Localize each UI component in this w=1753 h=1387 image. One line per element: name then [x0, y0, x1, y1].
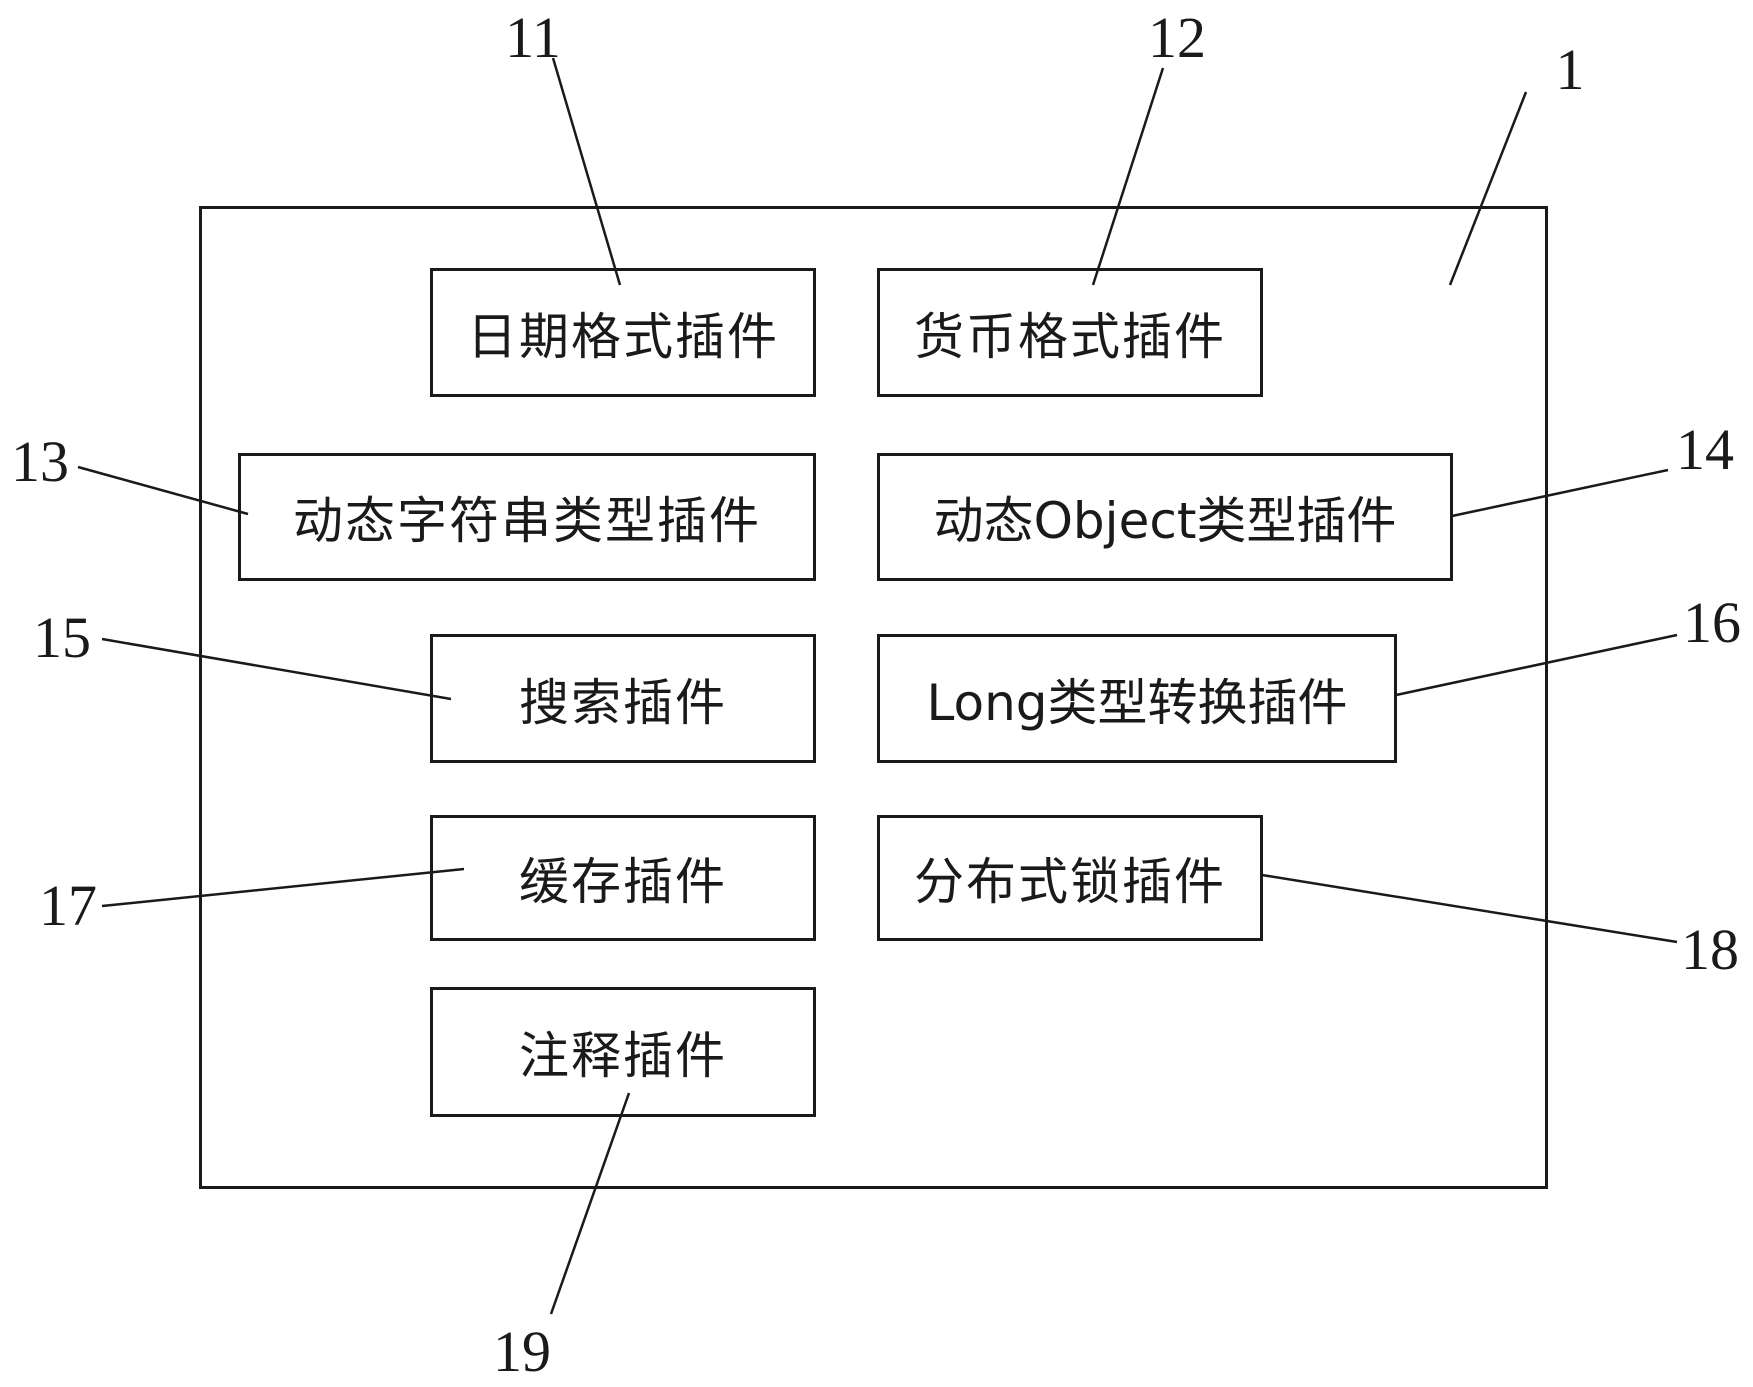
date-format-plugin-box: 日期格式插件 — [430, 268, 816, 397]
annotation-plugin-label: 注释插件 — [519, 1027, 727, 1085]
ref-number-15: 15 — [33, 605, 91, 670]
search-plugin-box: 搜索插件 — [430, 634, 816, 763]
ref-number-11: 11 — [505, 5, 561, 70]
dynamic-object-type-plugin-box: 动态Object类型插件 — [877, 453, 1453, 581]
ref-number-1: 1 — [1555, 37, 1585, 102]
currency-format-plugin-box: 货币格式插件 — [877, 268, 1263, 397]
cache-plugin-box: 缓存插件 — [430, 815, 816, 941]
date-format-plugin-label: 日期格式插件 — [467, 307, 779, 366]
ref-number-13: 13 — [11, 429, 69, 494]
distributed-lock-plugin-label: 分布式锁插件 — [914, 853, 1226, 911]
dynamic-string-type-plugin-box: 动态字符串类型插件 — [238, 453, 816, 581]
dynamic-object-type-plugin-label: 动态Object类型插件 — [933, 492, 1397, 550]
ref-number-18: 18 — [1681, 917, 1739, 982]
ref-number-12: 12 — [1148, 5, 1206, 70]
long-type-conversion-plugin-box: Long类型转换插件 — [877, 634, 1397, 763]
annotation-plugin-box: 注释插件 — [430, 987, 816, 1117]
currency-format-plugin-label: 货币格式插件 — [914, 307, 1226, 366]
ref-number-14: 14 — [1676, 417, 1734, 482]
long-type-conversion-plugin-label: Long类型转换插件 — [926, 673, 1348, 732]
ref-number-17: 17 — [39, 873, 97, 938]
cache-plugin-label: 缓存插件 — [519, 853, 727, 911]
search-plugin-label: 搜索插件 — [519, 673, 727, 732]
distributed-lock-plugin-box: 分布式锁插件 — [877, 815, 1263, 941]
ref-number-16: 16 — [1683, 590, 1741, 655]
dynamic-string-type-plugin-label: 动态字符串类型插件 — [293, 492, 761, 550]
ref-number-19: 19 — [493, 1319, 551, 1384]
